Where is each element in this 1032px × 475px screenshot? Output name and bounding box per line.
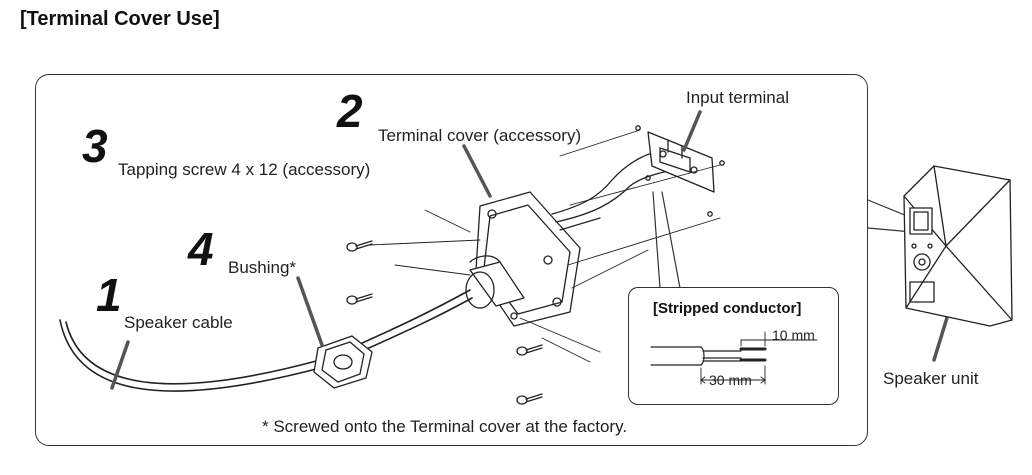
screw-2	[346, 293, 373, 305]
step-number-3: 3	[82, 120, 108, 172]
bushing-drawing	[313, 335, 373, 389]
screws-drawing	[346, 125, 725, 405]
screw-3	[516, 344, 543, 356]
terminal-cover-drawing	[465, 191, 581, 327]
screw-4	[516, 393, 543, 405]
speaker-cable-drawing	[59, 289, 473, 392]
stripped-conductor-drawing	[650, 331, 818, 385]
wires-drawing	[551, 149, 673, 231]
leader-lines	[110, 110, 952, 390]
diagram-frame	[35, 74, 868, 446]
bushing-label: Bushing*	[228, 258, 297, 277]
inset-title: [Stripped conductor]	[653, 300, 802, 317]
input-terminal-label: Input terminal	[686, 88, 789, 107]
diagram-title: [Terminal Cover Use]	[20, 8, 220, 30]
stripped-conductor-inset: [Stripped conductor] 10 mm 30 mm	[628, 287, 839, 405]
step-number-4: 4	[188, 223, 214, 275]
speaker-unit-label: Speaker unit	[883, 369, 979, 388]
speaker-unit-drawing	[903, 165, 1013, 327]
dimension-short: 10 mm	[772, 327, 815, 343]
dimension-long: 30 mm	[709, 372, 752, 388]
callout-lines	[652, 191, 913, 289]
step-number-1: 1	[96, 269, 122, 321]
speaker-cable-label: Speaker cable	[124, 313, 233, 332]
guide-lines	[369, 129, 721, 363]
tapping-screw-label: Tapping screw 4 x 12 (accessory)	[118, 160, 371, 179]
input-terminal-drawing	[647, 131, 715, 193]
screw-1	[346, 240, 373, 252]
step-number-2: 2	[337, 85, 363, 137]
footnote: * Screwed onto the Terminal cover at the…	[262, 417, 628, 436]
terminal-cover-label: Terminal cover (accessory)	[378, 126, 582, 145]
